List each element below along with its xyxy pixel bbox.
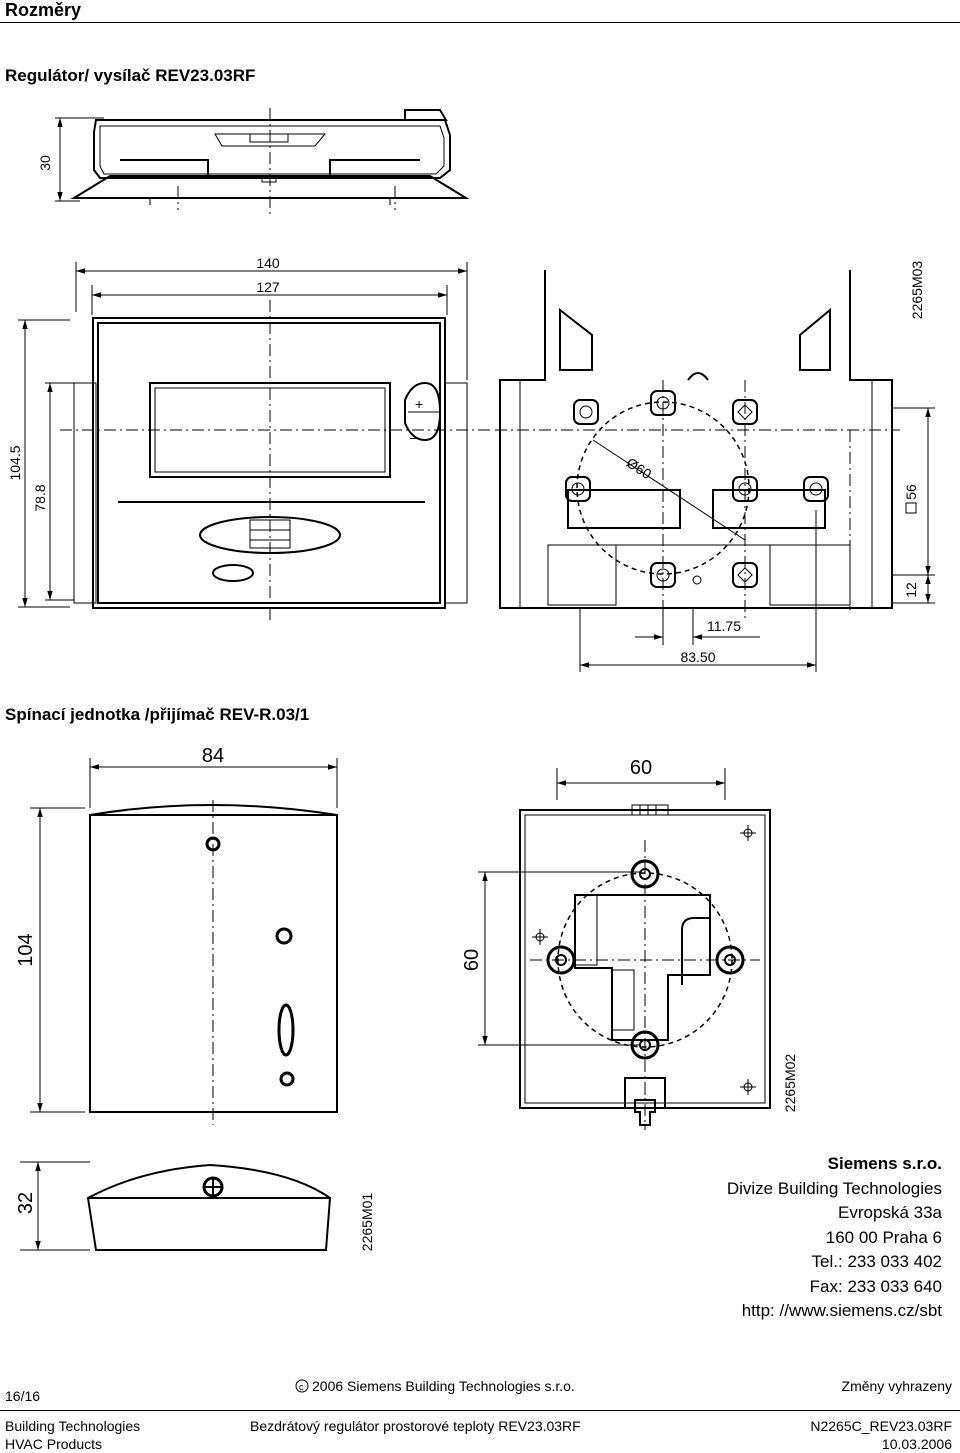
dim-width-60: 60	[630, 757, 652, 779]
dim-square-56: 56	[903, 484, 919, 500]
page-number: 16/16	[5, 1388, 41, 1404]
address-fax: Fax: 233 033 640	[809, 1276, 942, 1296]
svg-text:c: c	[299, 1382, 304, 1392]
dim-height-30: 30	[37, 155, 53, 171]
dim-offset-11-75: 11.75	[707, 618, 741, 634]
dim-height-60: 60	[461, 949, 483, 971]
address-company: Siemens s.r.o.	[827, 1154, 942, 1173]
section1-title: Regulátor/ vysílač REV23.03RF	[5, 66, 256, 85]
copyright-icon	[295, 1379, 309, 1393]
dim-bottom-12: 12	[903, 582, 919, 598]
dim-height-104: 104	[15, 933, 37, 966]
dim-width-127: 127	[256, 279, 280, 295]
address-tel: Tel.: 233 033 402	[811, 1252, 942, 1271]
footer-product-title: Bezdrátový regulátor prostorové teploty …	[250, 1418, 581, 1434]
receiver-side-view: 32 2265M01	[15, 1161, 375, 1252]
dim-depth-32: 32	[15, 1192, 37, 1214]
plus-key: +	[415, 396, 423, 412]
footer-date: 10.03.2006	[881, 1436, 952, 1452]
dim-height-78-8: 78.8	[32, 484, 48, 511]
address-city: 160 00 Praha 6	[825, 1227, 942, 1247]
changes-notice: Změny vyhrazeny	[841, 1378, 952, 1394]
address-division: Divize Building Technologies	[726, 1178, 942, 1198]
address-web[interactable]: http: //www.siemens.cz/sbt	[741, 1301, 942, 1320]
company-address: Siemens s.r.o. Divize Building Technolog…	[727, 1152, 942, 1324]
drawing-code-m03: 2265M03	[909, 261, 925, 320]
address-street: Evropská 33a	[838, 1203, 942, 1222]
dim-height-104-5: 104.5	[7, 445, 23, 480]
footer-bottom: Building Technologies HVAC Products Bezd…	[0, 1418, 960, 1452]
mounting-holes	[565, 390, 829, 588]
thermostat-front-view: 140 127 104.5 78.8 + –	[7, 255, 490, 620]
receiver-screw-holes	[532, 825, 756, 1095]
page-header: Rozměry	[0, 0, 960, 23]
thermostat-top-view: 30	[37, 108, 470, 215]
header-title: Rozměry	[5, 0, 82, 20]
receiver-front-view: 84 104	[15, 745, 338, 1125]
footer-top: 16/16 2006 Siemens Building Technologies…	[0, 1378, 960, 1408]
dim-width-84: 84	[202, 745, 224, 767]
receiver-back-view: 60 60 2265M02	[461, 757, 798, 1130]
thermostat-back-plate: 2265M03 Ø60	[495, 261, 935, 672]
drawing-code-m02: 2265M02	[782, 1054, 798, 1113]
footer-doc-id: N2265C_REV23.03RF	[810, 1418, 952, 1434]
footer-rule	[0, 1410, 960, 1411]
footer-products: HVAC Products	[5, 1436, 102, 1452]
copyright-text: 2006 Siemens Building Technologies s.r.o…	[312, 1378, 575, 1394]
dim-width-140: 140	[256, 255, 280, 271]
footer-division: Building Technologies	[5, 1418, 141, 1434]
dim-offset-83-50: 83.50	[680, 649, 715, 665]
section2-title: Spínací jednotka /přijímač REV-R.03/1	[5, 705, 310, 724]
drawing-code-m01: 2265M01	[359, 1193, 375, 1252]
minus-key: –	[410, 429, 418, 445]
